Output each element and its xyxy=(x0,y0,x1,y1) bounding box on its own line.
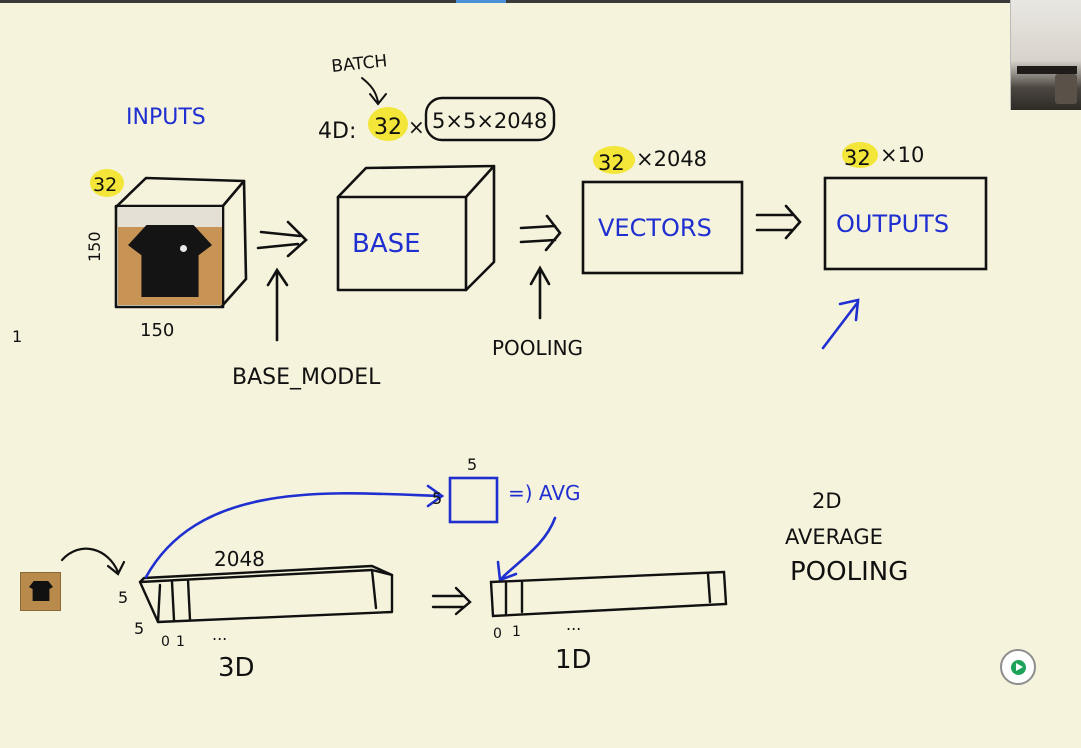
vectors-label: VECTORS xyxy=(598,214,712,242)
outputs-box xyxy=(823,176,988,271)
shape-circle xyxy=(424,96,556,142)
window-curve-arrow xyxy=(144,484,445,579)
batch-pointer-arrow xyxy=(361,77,387,106)
channels-label: 2048 xyxy=(214,547,265,571)
shape-prefix: 4D: xyxy=(318,119,356,144)
shape-tail: 5×5×2048 xyxy=(432,109,547,133)
window-size-left: 5 xyxy=(432,489,442,508)
vectors-batch: 32 xyxy=(598,151,625,175)
inputs-width: 150 xyxy=(140,320,174,341)
input-cube xyxy=(114,176,248,309)
pool-title-1: 2D xyxy=(812,489,842,513)
tensor-3d xyxy=(138,564,394,624)
vectors-dim: ×2048 xyxy=(636,147,707,171)
arrow-3d-to-1d xyxy=(431,586,472,616)
batch-label: BATCH xyxy=(330,51,388,77)
vector-idx1: 1 xyxy=(512,624,521,640)
photo-logo xyxy=(180,245,187,252)
pool-window xyxy=(448,476,499,524)
arrow-to-outputs xyxy=(755,204,802,240)
tensor-w: 5 xyxy=(134,619,144,638)
base-box xyxy=(336,164,496,292)
thumbnail-arrow xyxy=(60,547,126,576)
vector-idx0: 0 xyxy=(493,626,502,642)
play-button[interactable] xyxy=(1000,649,1036,685)
tshirt-photo xyxy=(118,207,222,305)
webcam-shelf xyxy=(1017,66,1077,74)
vector-ellipsis: ... xyxy=(566,615,581,634)
shape-batch: 32 xyxy=(374,115,402,140)
pooling-label: POOLING xyxy=(492,336,583,360)
tensor-h: 5 xyxy=(118,588,128,607)
window-top-bar xyxy=(0,0,1081,3)
webcam-feed xyxy=(1010,0,1081,110)
photo-wall xyxy=(118,207,222,227)
arrow-to-vectors xyxy=(519,214,562,320)
tensor-idx1: 1 xyxy=(176,634,185,650)
window-size-top: 5 xyxy=(467,455,477,474)
inputs-label: INPUTS xyxy=(126,105,206,130)
inputs-height: 150 xyxy=(85,231,104,262)
margin-mark: 1 xyxy=(12,327,22,346)
play-icon xyxy=(1011,660,1026,675)
pool-title-3: POOLING xyxy=(790,557,908,587)
outputs-dim: ×10 xyxy=(880,143,924,167)
outputs-batch: 32 xyxy=(844,146,871,170)
thumbnail-tshirt xyxy=(29,581,53,601)
outputs-pointer-arrow xyxy=(821,298,860,350)
tensor-ellipsis: ... xyxy=(212,625,227,644)
webcam-object xyxy=(1055,74,1077,104)
outputs-label: OUTPUTS xyxy=(836,210,949,238)
one-d-label: 1D xyxy=(555,645,592,675)
shape-times: × xyxy=(408,115,425,139)
arrow-to-base xyxy=(256,220,308,342)
base-label: BASE xyxy=(352,229,421,259)
window-top-accent xyxy=(456,0,506,3)
inputs-batch: 32 xyxy=(93,174,117,196)
base-model-label: BASE_MODEL xyxy=(232,365,381,390)
photo-tshirt xyxy=(128,225,212,297)
vector-1d xyxy=(489,570,728,618)
avg-label: =) AVG xyxy=(508,481,581,505)
highlights xyxy=(90,107,878,197)
tshirt-thumbnail xyxy=(20,572,61,611)
pool-title-2: AVERAGE xyxy=(785,525,883,549)
tensor-idx0: 0 xyxy=(161,634,170,650)
vectors-box xyxy=(581,180,744,275)
avg-arrow xyxy=(496,516,557,582)
three-d-label: 3D xyxy=(218,653,255,683)
